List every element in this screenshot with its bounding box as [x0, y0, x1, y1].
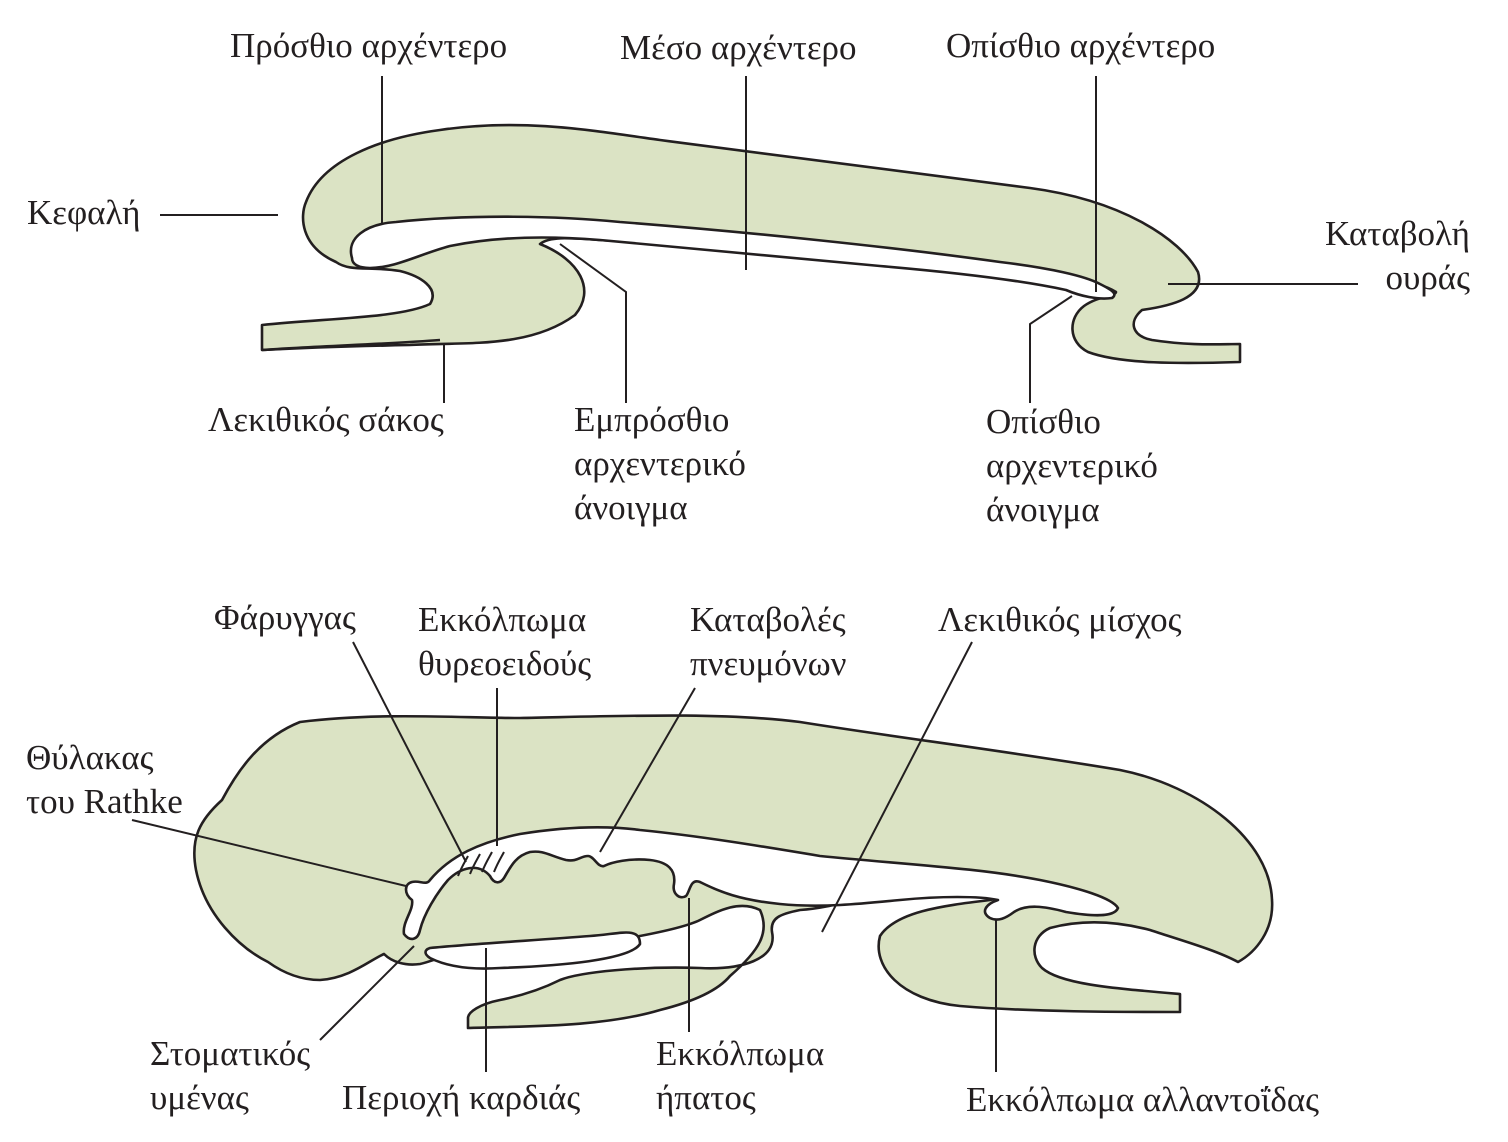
- label-thyroid: Εκκόλπωμα θυρεοειδούς: [418, 598, 591, 686]
- label-midgut: Μέσο αρχέντερο: [620, 28, 857, 67]
- label-lung-buds: Καταβολές πνευμόνων: [690, 598, 846, 686]
- label-thyroid-line-1: Εκκόλπωμα: [418, 600, 587, 639]
- label-tail-bud-line-2: ουράς: [1385, 258, 1471, 297]
- label-posterior-portal-line-2: αρχεντερικό: [986, 446, 1158, 485]
- top-foregut-cavity: [349, 215, 1116, 300]
- bottom-gut-cavity: [402, 826, 1120, 941]
- label-anterior-portal: Εμπρόσθιο αρχεντερικό άνοιγμα: [574, 398, 746, 530]
- pharyngeal-grooves: [457, 851, 505, 877]
- label-tail-bud: Καταβολή ουράς: [1290, 212, 1470, 300]
- label-oral-membrane-line-2: υμένας: [150, 1078, 249, 1117]
- label-anterior-portal-line-2: αρχεντερικό: [574, 444, 746, 483]
- leader-oral-membrane: [319, 945, 415, 1041]
- label-posterior-portal: Οπίσθιο αρχεντερικό άνοιγμα: [986, 400, 1158, 532]
- label-yolk-stalk: Λεκιθικός μίσχος: [938, 600, 1182, 639]
- label-heart-region: Περιοχή καρδιάς: [342, 1078, 581, 1117]
- label-oral-membrane-line-1: Στοματικός: [150, 1034, 311, 1073]
- top-yolk-sac-lumen: [261, 338, 441, 352]
- heart-region-gap: [424, 931, 642, 970]
- label-rathke: Θύλακας του Rathke: [26, 736, 183, 824]
- label-anterior-portal-line-1: Εμπρόσθιο: [574, 400, 730, 439]
- leader-rathke: [131, 819, 407, 887]
- leader-yolk-stalk: [821, 641, 973, 933]
- label-posterior-portal-line-3: άνοιγμα: [986, 490, 1100, 529]
- leader-anterior-portal: [559, 243, 627, 403]
- label-lung-buds-line-2: πνευμόνων: [690, 644, 847, 683]
- leader-posterior-portal: [1029, 295, 1073, 403]
- leader-lung-buds: [599, 687, 696, 853]
- label-liver-bud: Εκκόλπωμα ήπατος: [656, 1032, 824, 1120]
- leader-pharynx: [352, 641, 467, 863]
- label-liver-bud-line-1: Εκκόλπωμα: [656, 1034, 825, 1073]
- label-tail-bud-line-1: Καταβολή: [1325, 214, 1470, 253]
- label-rathke-line-2: του Rathke: [26, 782, 183, 821]
- label-allantois: Εκκόλπωμα αλλαντοΐδας: [966, 1080, 1320, 1119]
- label-oral-membrane: Στοματικός υμένας: [150, 1032, 310, 1120]
- label-pharynx: Φάρυγγας: [214, 598, 356, 637]
- label-hindgut: Οπίσθιο αρχέντερο: [946, 26, 1216, 65]
- label-foregut: Πρόσθιο αρχέντερο: [230, 26, 508, 65]
- label-rathke-line-1: Θύλακας: [26, 738, 154, 777]
- label-yolk-sac: Λεκιθικός σάκος: [208, 400, 444, 439]
- label-lung-buds-line-1: Καταβολές: [690, 600, 846, 639]
- label-liver-bud-line-2: ήπατος: [656, 1078, 756, 1117]
- label-thyroid-line-2: θυρεοειδούς: [418, 644, 592, 683]
- label-anterior-portal-line-3: άνοιγμα: [574, 488, 688, 527]
- label-head: Κεφαλή: [27, 193, 141, 232]
- label-posterior-portal-line-1: Οπίσθιο: [986, 402, 1101, 441]
